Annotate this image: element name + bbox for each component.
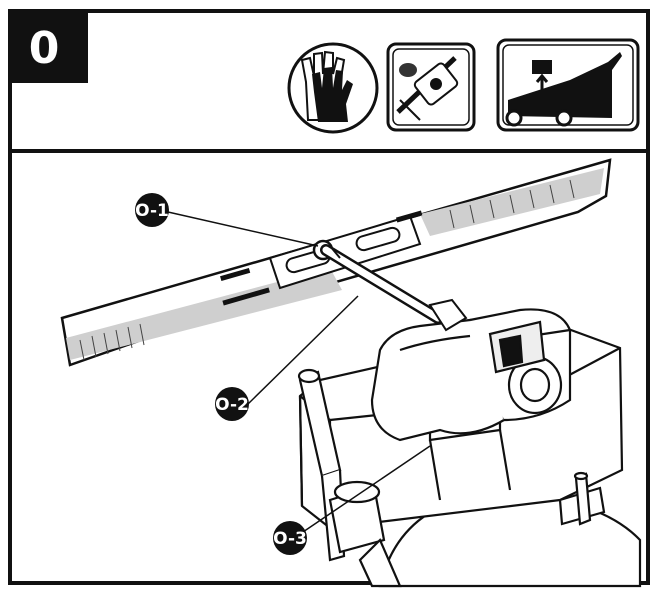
mower-tilt-icon <box>496 38 640 132</box>
step-number-tab: 0 <box>12 13 88 83</box>
socket-wrench <box>320 244 468 332</box>
leader-lines <box>167 211 431 535</box>
gloves-icon <box>287 42 379 134</box>
callout-o-3-label: O-3 <box>273 529 307 549</box>
callout-o-2: O-2 <box>215 387 249 421</box>
callout-o-3: O-3 <box>273 521 307 555</box>
spark-plug-disconnect-icon <box>386 42 476 132</box>
callout-o-1-label: O-1 <box>135 201 169 221</box>
callout-o-1: O-1 <box>135 193 169 227</box>
bench-vise <box>297 308 642 588</box>
step-number: 0 <box>29 23 60 74</box>
callout-o-2-label: O-2 <box>215 395 249 415</box>
